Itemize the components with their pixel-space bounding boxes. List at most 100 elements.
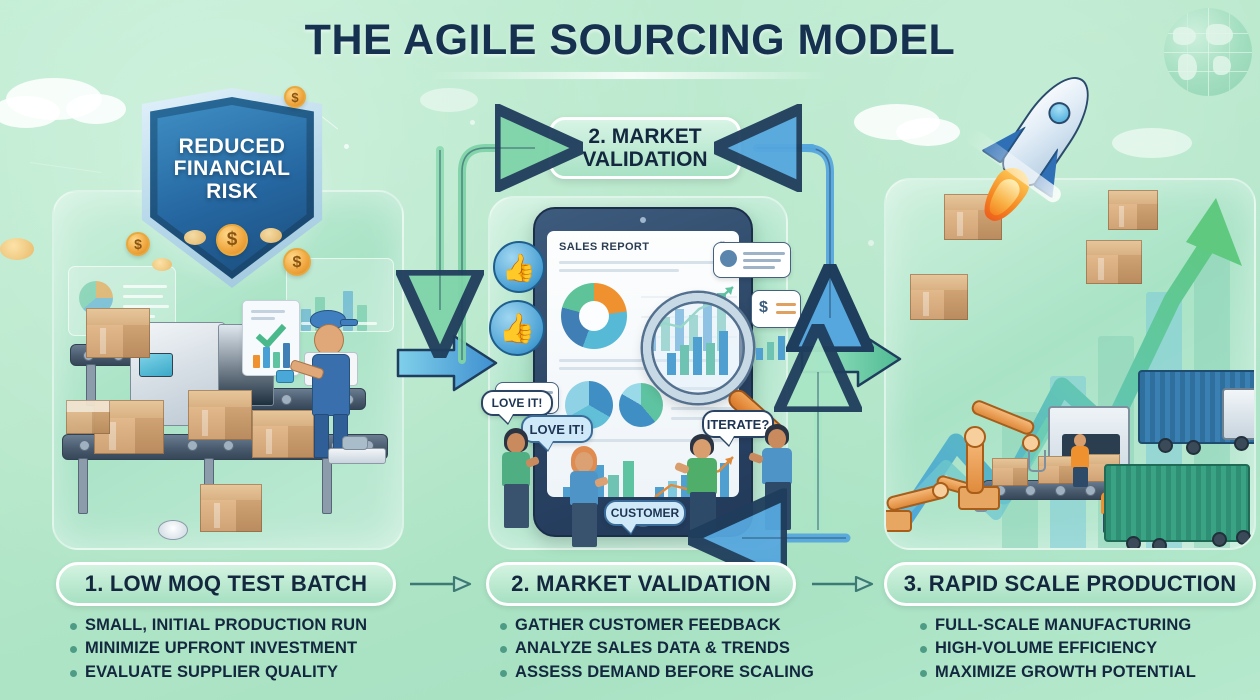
step-3-pill[interactable]: 3. RAPID SCALE PRODUCTION [884,562,1256,606]
title-underline [430,72,830,79]
sales-report-title: SALES REPORT [559,241,650,253]
pie-chart-2 [619,383,663,427]
avatar [720,250,737,267]
bullet-icon [70,669,77,677]
speech-bubble-iterate: ITERATE? [702,410,774,438]
list-item: SMALL, INITIAL PRODUCTION RUN [70,615,396,636]
bubble-text: CUSTOMER [610,506,680,520]
customer-person-1 [495,428,541,538]
list-item: HIGH-VOLUME EFFICIENCY [920,638,1256,659]
conveyor-leg [78,458,88,514]
box-icon [200,484,262,532]
step-1: 1. LOW MOQ TEST BATCH SMALL, INITIAL PRO… [56,562,396,685]
speech-bubble-love-it-1: LOVE IT! [481,390,553,416]
camera-dot [640,217,646,223]
bullet-icon [500,623,507,630]
bubble-text: LOVE IT! [529,421,585,437]
bullet-icon [500,669,507,677]
price-bubble: $ [751,290,801,328]
customer-person-4 [748,424,801,538]
market-validation-line1: 2. MARKET [588,124,702,148]
coin-icon [260,228,282,243]
wheel-icon [1186,440,1201,455]
step-1-bullets: SMALL, INITIAL PRODUCTION RUN MINIMIZE U… [56,615,396,683]
panel-rapid-scale-production [884,178,1256,550]
box-icon [1108,190,1158,230]
bullet-icon [500,646,507,654]
wheel-icon [1236,530,1251,545]
mini-bar-chart-icon [754,334,790,360]
customer-person-3 [674,434,726,546]
step-strip: 1. LOW MOQ TEST BATCH SMALL, INITIAL PRO… [0,562,1260,700]
list-item: EVALUATE SUPPLIER QUALITY [70,662,396,683]
bullet-text: ANALYZE SALES DATA & TRENDS [515,639,790,658]
box-icon [1086,240,1142,284]
market-validation-line2: VALIDATION [582,148,708,171]
box-icon [910,274,968,320]
dollar-icon: $ [759,299,768,316]
coin-icon: $ [216,224,248,256]
customer-person-2 [563,446,609,550]
bullet-icon [920,623,927,630]
bullet-icon [920,646,927,654]
operator-person [1068,434,1094,488]
wheel-icon [1126,536,1141,548]
box-icon [992,458,1028,486]
step-1-pill[interactable]: 1. LOW MOQ TEST BATCH [56,562,396,606]
magnifier-icon [643,293,793,450]
speech-bubble-love-it-2: LOVE IT! [521,415,593,443]
list-item: GATHER CUSTOMER FEEDBACK [500,615,826,636]
truck-cab [1222,388,1254,440]
list-item: MAXIMIZE GROWTH POTENTIAL [920,662,1256,683]
step-3-label: 3. RAPID SCALE PRODUCTION [903,571,1237,596]
shipping-container-green [1104,464,1250,542]
bullet-icon [920,669,927,677]
scale-part [342,436,368,450]
step-3-bullets: FULL-SCALE MANUFACTURING HIGH-VOLUME EFF… [884,615,1256,683]
bullet-icon [70,646,77,654]
step-2-pill[interactable]: 2. MARKET VALIDATION [486,562,796,606]
bullet-text: EVALUATE SUPPLIER QUALITY [85,662,339,681]
step-2-label: 2. MARKET VALIDATION [511,571,771,596]
page-title: THE AGILE SOURCING MODEL [304,16,956,64]
box-icon [188,390,252,440]
list-item: FULL-SCALE MANUFACTURING [920,615,1256,636]
rocket-icon [963,62,1108,242]
step-2: 2. MARKET VALIDATION GATHER CUSTOMER FEE… [486,562,826,685]
market-validation-top-badge: 2. MARKET VALIDATION [549,117,741,179]
wheel-icon [1234,436,1249,451]
bubble-text: LOVE IT! [491,396,543,410]
coin-icon [0,238,34,260]
arrow-panel1-to-panel2 [396,332,500,394]
step-connector-2-3 [812,575,874,593]
wheel-icon [1152,538,1167,548]
bullet-icon [70,623,77,630]
bullet-text: GATHER CUSTOMER FEEDBACK [515,616,781,634]
bullet-text: ASSESS DEMAND BEFORE SCALING [515,662,814,681]
coin-icon [152,258,172,271]
box-icon [252,410,314,458]
conveyor-leg [322,458,332,514]
wheel-icon [1158,438,1173,453]
bullet-text: MAXIMIZE GROWTH POTENTIAL [935,662,1196,681]
bullet-text: SMALL, INITIAL PRODUCTION RUN [85,616,368,634]
speech-bubble-customer: CUSTOMER [604,500,686,526]
arrow-panel2-to-panel3 [800,328,904,390]
step-2-bullets: GATHER CUSTOMER FEEDBACK ANALYZE SALES D… [486,615,826,683]
coin-icon: $ [283,248,311,276]
coin-icon [184,230,206,245]
list-item: ASSESS DEMAND BEFORE SCALING [500,662,826,683]
shield-label-line3: RISK [206,179,258,203]
wheel-icon [1212,532,1227,547]
thumbs-up-icon: 👍 [493,241,545,293]
box-open-icon [66,400,110,434]
bullet-text: HIGH-VOLUME EFFICIENCY [935,639,1158,658]
step-3: 3. RAPID SCALE PRODUCTION FULL-SCALE MAN… [884,562,1256,685]
list-item: MINIMIZE UPFRONT INVESTMENT [70,638,396,659]
shield-label-line1: REDUCED [178,135,286,158]
shield-label-line2: FINANCIAL [173,157,291,181]
donut-chart [561,283,627,349]
bullet-text: MINIMIZE UPFRONT INVESTMENT [85,639,358,658]
bullet-text: FULL-SCALE MANUFACTURING [935,616,1192,634]
